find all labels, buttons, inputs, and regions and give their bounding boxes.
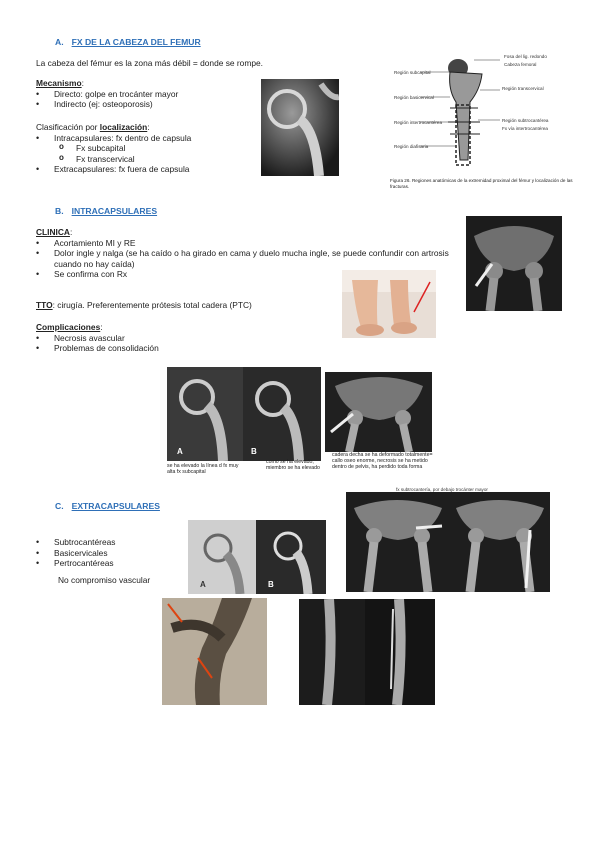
diagram-label: Región subcapital	[394, 70, 431, 75]
xray-label-a: A	[200, 580, 206, 589]
list-item: Directo: golpe en trocánter mayor	[36, 89, 256, 100]
diagram-label: Región basicervical	[394, 95, 434, 100]
list-item: Dolor ingle y nalga (se ha caído o ha gi…	[36, 248, 461, 269]
diagram-label: Fosa del lig. redondo	[504, 54, 547, 59]
diagram-label: Región transcervical	[502, 86, 544, 91]
extracapsular-xray-pair: A B	[188, 520, 326, 594]
list-item: Intracapsulares: fx dentro de capsula	[36, 133, 266, 144]
xray-caption-middle: como se ha elevado, miembro se ha elevad…	[266, 459, 320, 472]
diagram-label: Región diafisaria	[394, 144, 429, 149]
clasif-list: Intracapsulares: fx dentro de capsula Fx…	[36, 133, 266, 175]
list-item: Fx transcervical	[36, 153, 266, 165]
complicaciones-block: Complicaciones: Necrosis avascular Probl…	[36, 322, 296, 354]
clasif-prefix: Clasificación por	[36, 122, 100, 132]
section-c-title: EXTRACAPSULARES	[71, 501, 160, 511]
tto-text: : cirugía. Preferentemente prótesis tota…	[52, 300, 252, 310]
femur-shaft-xray-pair	[299, 599, 435, 705]
xray-label-b: B	[251, 447, 257, 456]
pelvis-xray-image	[466, 216, 562, 311]
extra-caption: fx subtrocantería, por debajo trocánter …	[396, 487, 488, 492]
list-item: Basicervicales	[36, 548, 186, 559]
list-item: Extracapsulares: fx fuera de capsula	[36, 164, 266, 175]
mecanismo-label: Mecanismo	[36, 78, 82, 88]
diagram-label: Región subtrocantérea	[502, 118, 549, 123]
clasif-label: localización	[99, 122, 148, 132]
section-a-intro: La cabeza del fémur es la zona más débil…	[36, 58, 263, 68]
pertrochanteric-xray-image	[162, 598, 267, 705]
xray-label-b: B	[268, 580, 274, 589]
subtrochanteric-xray-pair	[346, 492, 550, 592]
complicaciones-list: Necrosis avascular Problemas de consolid…	[36, 333, 296, 354]
xray-caption-left: se ha elevado la línea d fx muy alta fx …	[167, 463, 239, 476]
clasificacion-block: Clasificación por localización: Intracap…	[36, 122, 266, 175]
complicaciones-label: Complicaciones	[36, 322, 101, 332]
section-a-letter: A.	[55, 37, 64, 47]
clinica-block: CLINICA: Acortamiento MI y RE Dolor ingl…	[36, 227, 461, 280]
section-c-heading: C. EXTRACAPSULARES	[55, 501, 160, 512]
hip-xray-image	[261, 79, 339, 176]
diagram-caption: Figura 26. Regiones anatómicas de la ext…	[390, 178, 573, 189]
subcapital-xray-pair: A B	[167, 367, 321, 461]
list-item: Subtrocantéreas	[36, 537, 186, 548]
xray-caption-right: cadera decha se ha deformado totalmente=…	[332, 452, 433, 471]
clinica-list: Acortamiento MI y RE Dolor ingle y nalga…	[36, 238, 461, 280]
diagram-label: Cabeza femoral	[504, 62, 537, 67]
mecanismo-list: Directo: golpe en trocánter mayor Indire…	[36, 89, 256, 110]
list-item: Fx subcapital	[36, 142, 266, 154]
patient-legs-photo	[342, 270, 436, 338]
mecanismo-block: Mecanismo: Directo: golpe en trocánter m…	[36, 78, 256, 110]
tto-label: TTO	[36, 300, 53, 310]
diagram-label: Región intertrocantérea	[394, 120, 443, 125]
clinica-label: CLINICA	[36, 227, 70, 237]
section-b-title: INTRACAPSULARES	[71, 206, 158, 216]
section-c-letter: C.	[55, 501, 64, 511]
diagram-label: Fx vía intertrocantérea	[502, 126, 548, 131]
tto-line: TTO: cirugía. Preferentemente prótesis t…	[36, 300, 356, 311]
list-item: Problemas de consolidación	[36, 343, 296, 354]
section-a-heading: A. FX DE LA CABEZA DEL FEMUR	[55, 37, 201, 48]
extracapsular-block: Subtrocantéreas Basicervicales Pertrocan…	[36, 537, 186, 585]
list-item: Pertrocantéreas	[36, 558, 186, 569]
section-b-heading: B. INTRACAPSULARES	[55, 206, 157, 217]
extracapsular-list: Subtrocantéreas Basicervicales Pertrocan…	[36, 537, 186, 569]
list-item: Acortamiento MI y RE	[36, 238, 461, 249]
section-b-letter: B.	[55, 206, 64, 216]
list-item: Indirecto (ej: osteoporosis)	[36, 99, 256, 110]
necrosis-pelvis-xray	[325, 372, 432, 452]
list-item: Necrosis avascular	[36, 333, 296, 344]
xray-label-a: A	[177, 447, 183, 456]
section-a-title: FX DE LA CABEZA DEL FEMUR	[71, 37, 201, 47]
list-item: Se confirma con Rx	[36, 269, 461, 280]
femur-regions-diagram: Fosa del lig. redondo Cabeza femoral Reg…	[390, 50, 582, 192]
vascular-note: No compromiso vascular	[58, 574, 151, 585]
